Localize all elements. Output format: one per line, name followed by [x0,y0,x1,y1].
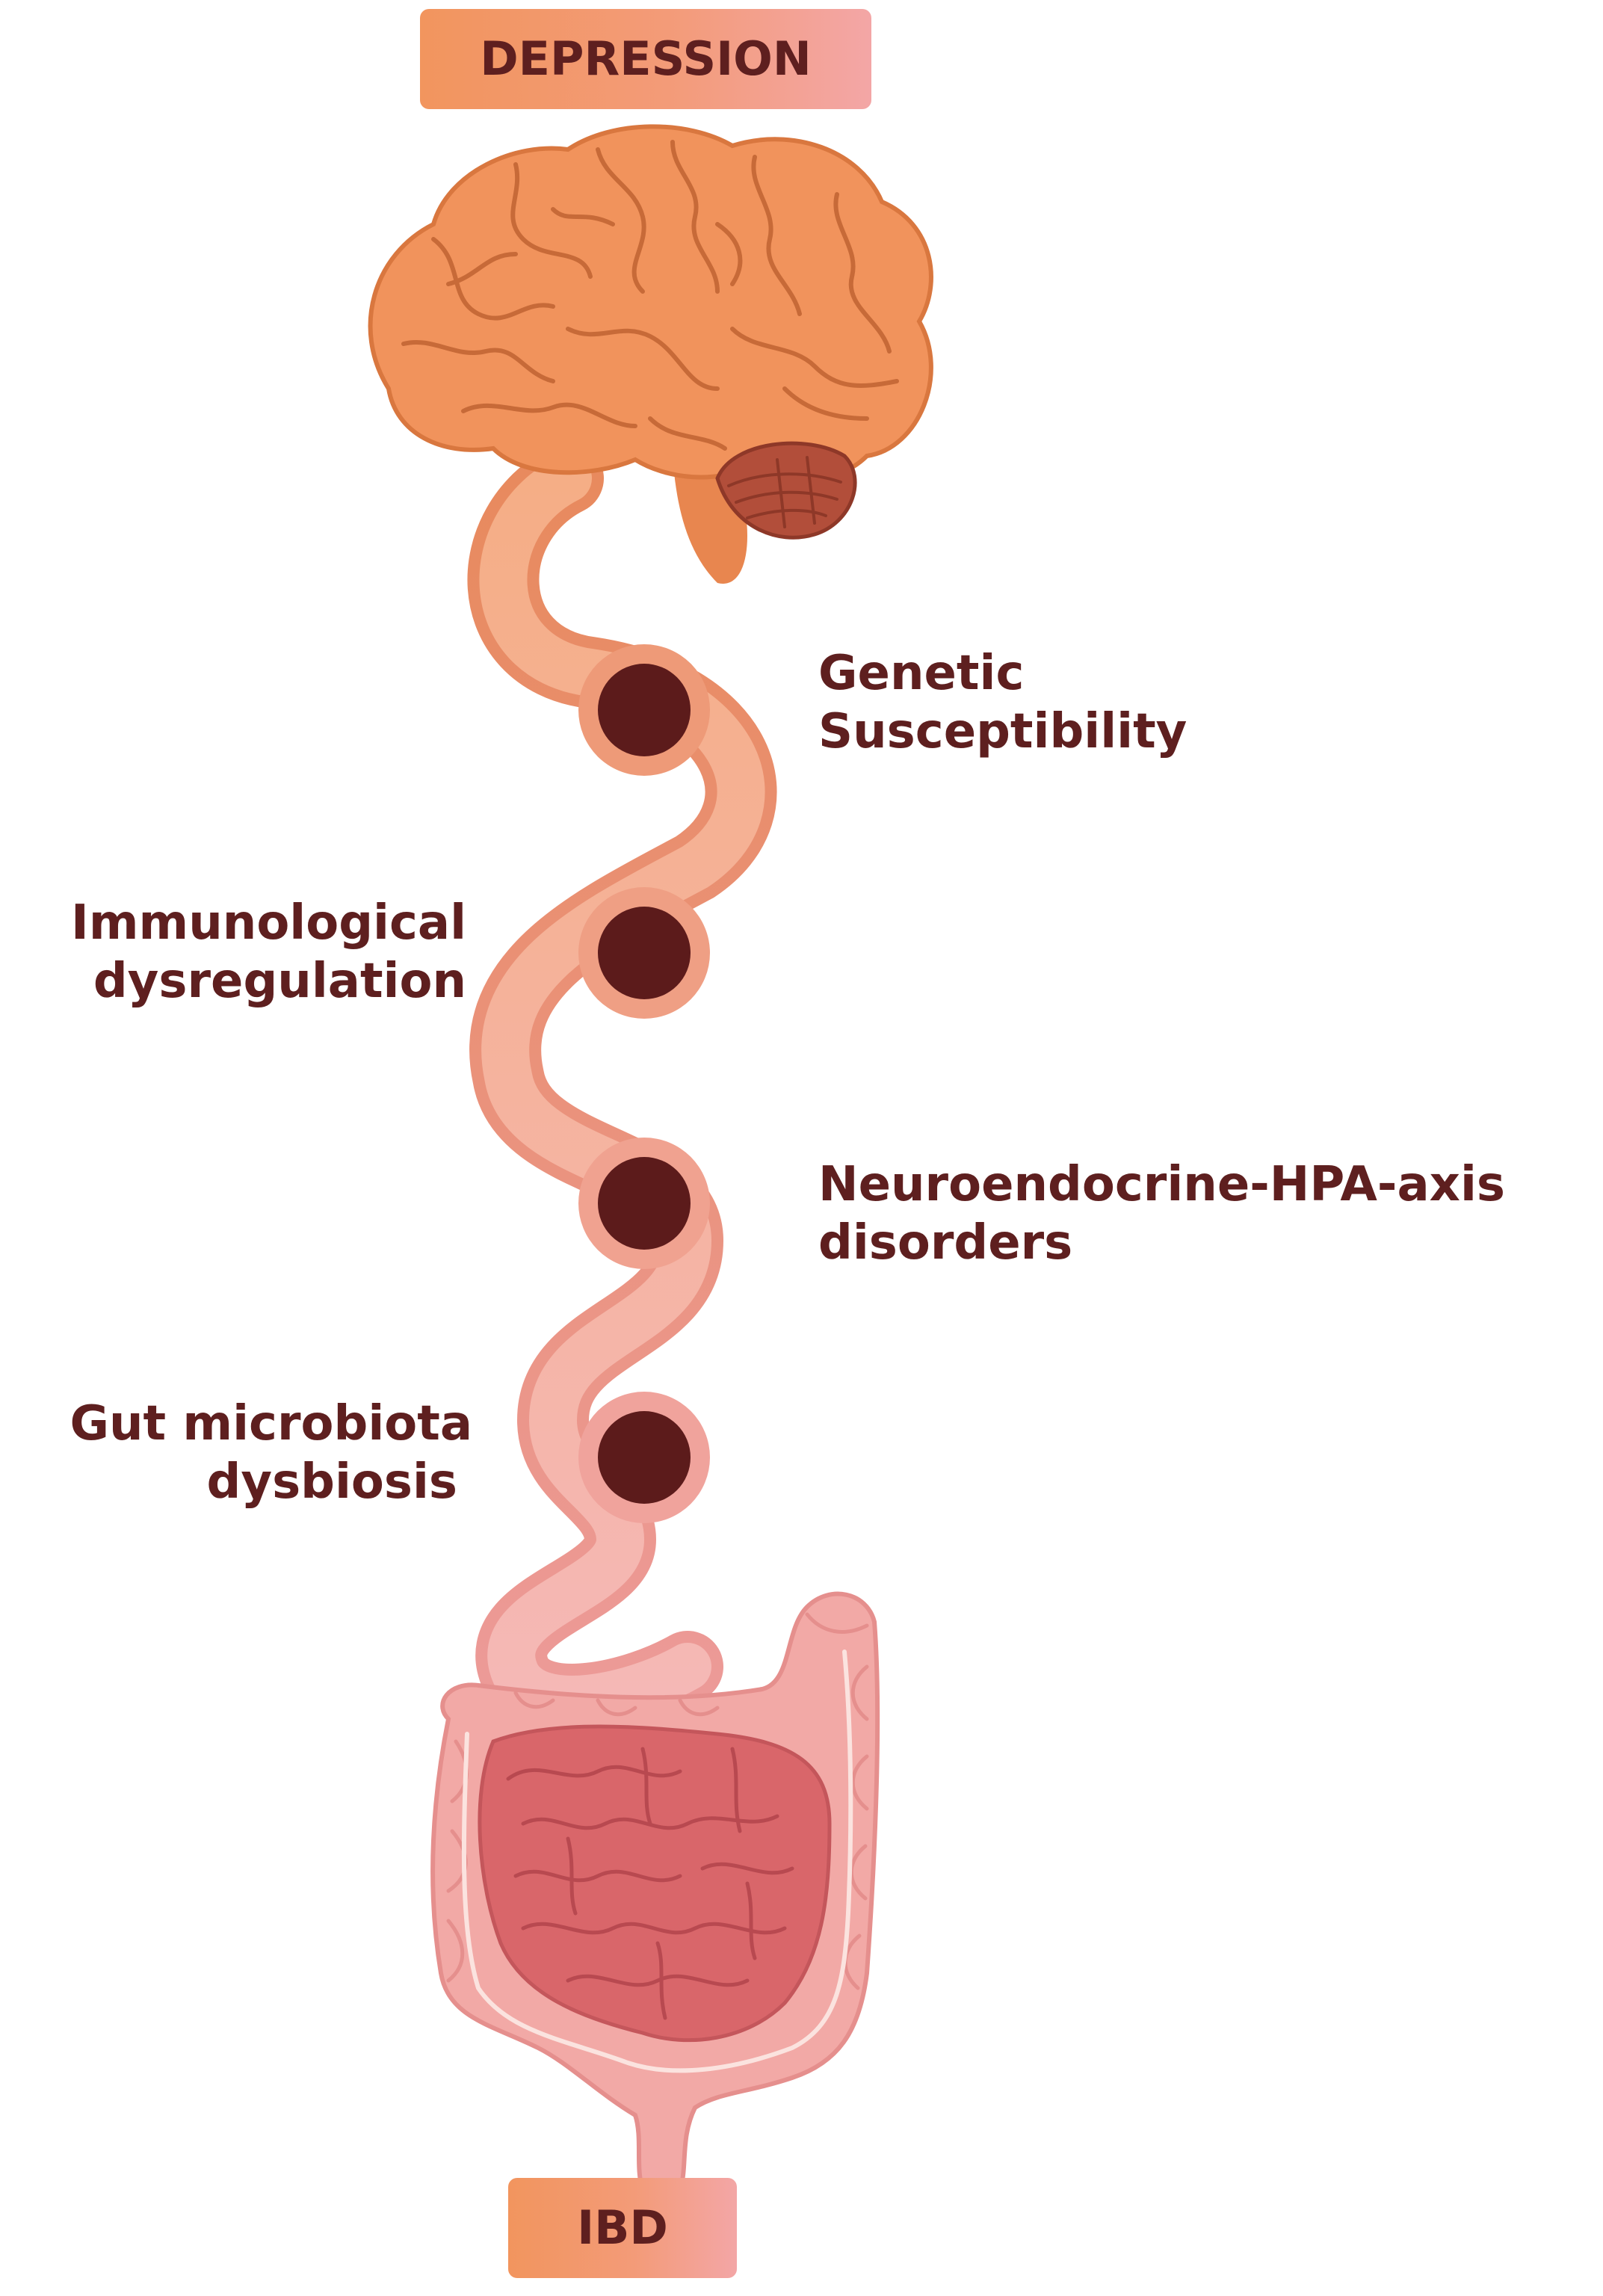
factor-4-line2: dysbiosis [207,1454,457,1510]
top-label-pill: DEPRESSION [420,9,871,109]
small-intestine-loops [506,1747,794,2020]
cerebrum [368,124,933,482]
top-pill-background [420,9,871,109]
factor-3-line2: disorders [818,1215,1072,1271]
factor-label-4: Gut microbiota dysbiosis [70,1396,472,1510]
factor-4-line1: Gut microbiota [70,1396,472,1451]
factor-3-line1: Neuroendocrine-HPA-axis [818,1157,1505,1212]
node-2 [578,887,710,1019]
node-4-dot [598,1411,691,1504]
node-2-dot [598,907,691,999]
node-1-dot [598,664,691,756]
colon-haustra [446,1612,869,1990]
cerebellum-folds [727,456,842,528]
small-intestine [478,1724,832,2043]
node-1 [578,644,710,776]
bottom-label-pill: IBD [508,2178,737,2278]
factor-1-line1: Genetic [818,646,1024,701]
colon-highlight [461,1650,853,2073]
brain-illustration [368,124,933,584]
factor-label-2: Immunological dysregulation [71,895,466,1009]
bottom-pill-background [508,2178,737,2278]
factor-label-3: Neuroendocrine-HPA-axis disorders [818,1157,1505,1271]
bottom-label-text: IBD [577,2200,668,2255]
top-label-text: DEPRESSION [480,31,812,86]
node-3-dot [598,1157,691,1250]
node-4 [578,1392,710,1523]
intestines-illustration [430,1591,880,2209]
factor-label-1: Genetic Susceptibility [818,646,1187,759]
factor-1-line2: Susceptibility [818,704,1187,759]
node-3 [578,1138,710,1269]
factor-2-line2: dysregulation [93,954,466,1009]
factor-2-line1: Immunological [71,895,466,951]
brain-folds [401,140,899,451]
